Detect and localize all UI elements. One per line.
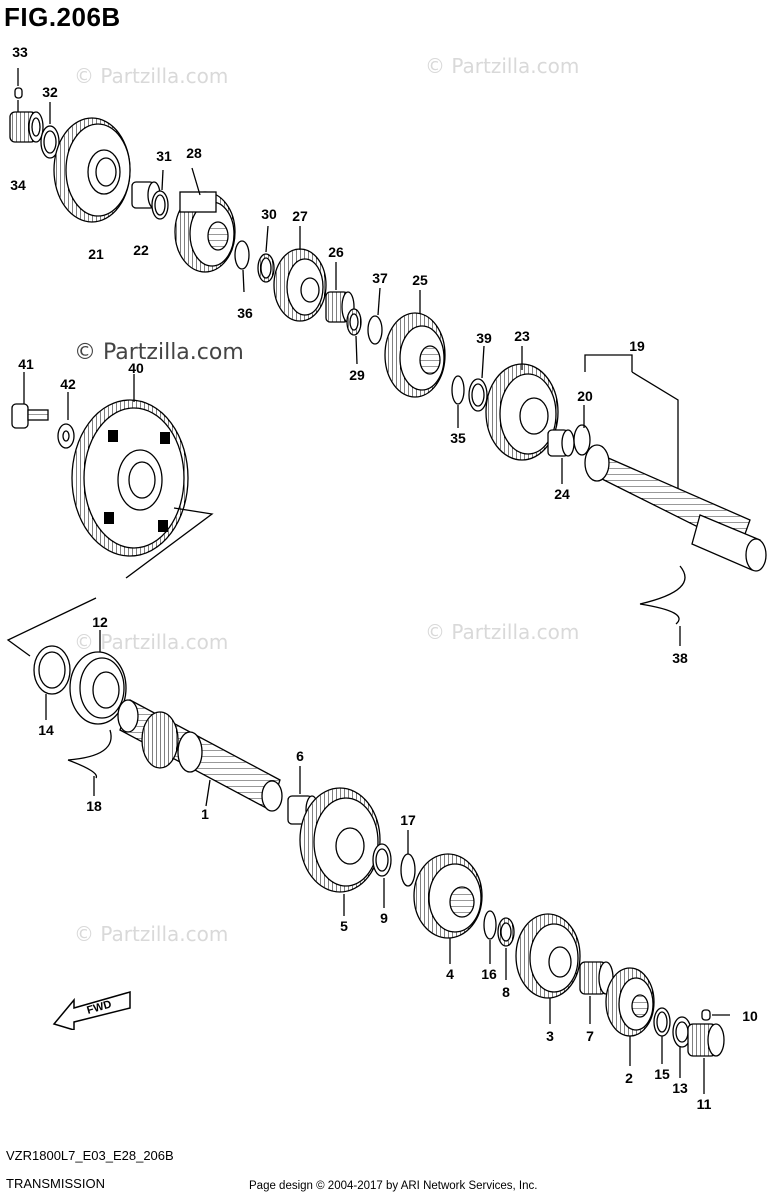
callout-11[interactable]: 11 — [696, 1096, 712, 1112]
callout-22[interactable]: 22 — [133, 242, 149, 258]
gear-28 — [174, 167, 236, 273]
driveshaft-1 — [117, 699, 283, 812]
gear-5 — [299, 787, 381, 916]
primary-driven-gear-40 — [71, 374, 189, 557]
callout-38[interactable]: 38 — [672, 650, 688, 666]
forward-arrow-icon: FWD — [52, 991, 131, 1030]
callout-18[interactable]: 18 — [86, 798, 102, 814]
gear-27 — [273, 226, 327, 322]
gear-2 — [605, 967, 655, 1066]
watermark: © Partzilla.com — [74, 922, 229, 946]
callout-37[interactable]: 37 — [372, 270, 388, 286]
callout-2[interactable]: 2 — [625, 1070, 633, 1086]
callout-19[interactable]: 19 — [629, 338, 645, 354]
callout-13[interactable]: 13 — [672, 1080, 688, 1096]
watermark: © Partzilla.com — [425, 620, 580, 644]
callout-4[interactable]: 4 — [446, 966, 454, 982]
callout-36[interactable]: 36 — [237, 305, 253, 321]
callout-35[interactable]: 35 — [450, 430, 466, 446]
callout-5[interactable]: 5 — [340, 918, 348, 934]
callout-41[interactable]: 41 — [18, 356, 34, 372]
callout-29[interactable]: 29 — [349, 367, 365, 383]
bearing-12 — [69, 630, 127, 725]
gear-21 — [53, 117, 131, 223]
callout-7[interactable]: 7 — [586, 1028, 594, 1044]
watermark: © Partzilla.com — [425, 54, 580, 78]
callout-10[interactable]: 10 — [742, 1008, 758, 1024]
gear-23 — [485, 346, 559, 461]
callout-39[interactable]: 39 — [476, 330, 492, 346]
callout-6[interactable]: 6 — [296, 748, 304, 764]
callout-14[interactable]: 14 — [38, 722, 54, 738]
callout-21[interactable]: 21 — [88, 246, 104, 262]
callout-16[interactable]: 16 — [481, 966, 497, 982]
bearing-34 — [9, 111, 44, 143]
callout-15[interactable]: 15 — [654, 1066, 670, 1082]
callout-30[interactable]: 30 — [261, 206, 277, 222]
callout-1[interactable]: 1 — [201, 806, 209, 822]
gear-3 — [515, 913, 581, 1024]
callout-31[interactable]: 31 — [156, 148, 172, 164]
figure-title: FIG.206B — [4, 2, 121, 32]
callout-28[interactable]: 28 — [186, 145, 202, 161]
callout-20[interactable]: 20 — [577, 388, 593, 404]
callout-12[interactable]: 12 — [92, 614, 108, 630]
callout-3[interactable]: 3 — [546, 1028, 554, 1044]
diagram-code: VZR1800L7_E03_E28_206B — [6, 1148, 174, 1163]
callout-33[interactable]: 33 — [12, 44, 28, 60]
callout-40[interactable]: 40 — [128, 360, 144, 376]
callout-17[interactable]: 17 — [400, 812, 416, 828]
callout-27[interactable]: 27 — [292, 208, 308, 224]
callout-26[interactable]: 26 — [328, 244, 344, 260]
callout-9[interactable]: 9 — [380, 910, 388, 926]
diagram-caption: TRANSMISSION — [6, 1176, 105, 1191]
gear-4 — [413, 853, 483, 964]
callout-24[interactable]: 24 — [554, 486, 570, 502]
gear-25 — [384, 290, 446, 398]
callout-23[interactable]: 23 — [514, 328, 530, 344]
callout-42[interactable]: 42 — [60, 376, 76, 392]
callout-34[interactable]: 34 — [10, 177, 26, 193]
callout-25[interactable]: 25 — [412, 272, 428, 288]
watermark: © Partzilla.com — [74, 340, 244, 365]
watermark: © Partzilla.com — [74, 64, 229, 88]
page-credit: Page design © 2004-2017 by ARI Network S… — [249, 1180, 538, 1192]
callout-8[interactable]: 8 — [502, 984, 510, 1000]
callout-32[interactable]: 32 — [42, 84, 58, 100]
